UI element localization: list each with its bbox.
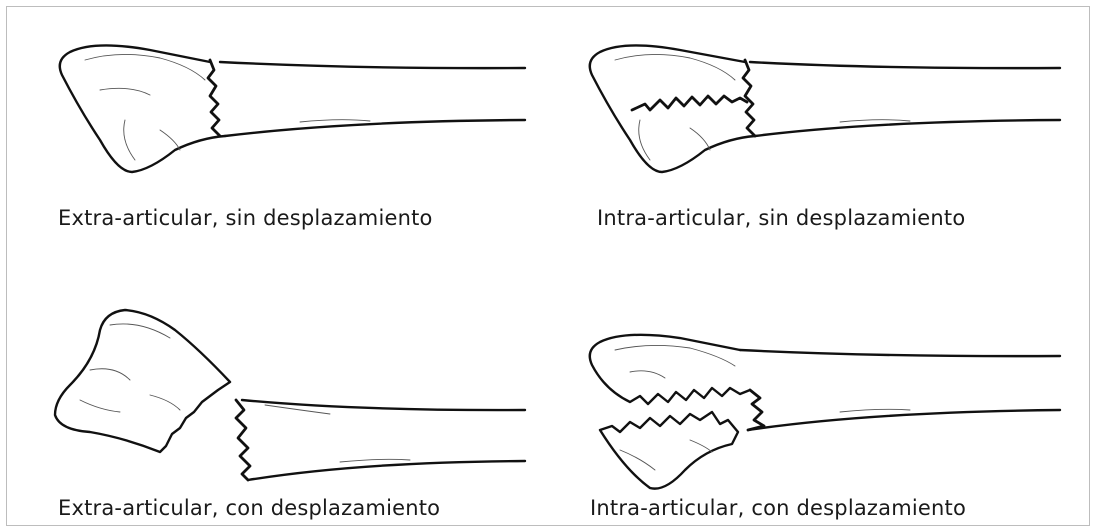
shaft-fracture-line	[748, 390, 764, 430]
radius-shaft	[220, 62, 525, 136]
panel-extra-articular-undisplaced	[60, 45, 525, 172]
radius-shaft	[750, 62, 1060, 136]
caption-extra-articular-undisplaced: Extra-articular, sin desplazamiento	[58, 206, 433, 230]
caption-intra-articular-undisplaced: Intra-articular, sin desplazamiento	[597, 206, 965, 230]
fracture-line	[208, 60, 220, 136]
displaced-distal-fragment	[55, 310, 230, 452]
distal-fragment	[60, 45, 225, 172]
panel-intra-articular-undisplaced	[590, 45, 1060, 172]
radius-shaft	[740, 350, 1060, 430]
shaft-fracture-line	[236, 400, 250, 480]
transverse-fracture-line	[743, 60, 755, 136]
panel-intra-articular-displaced	[590, 335, 1060, 489]
caption-intra-articular-displaced: Intra-articular, con desplazamiento	[590, 496, 966, 520]
radius-shaft	[242, 400, 525, 480]
upper-fragment	[590, 335, 750, 404]
intra-articular-fracture-line	[632, 96, 747, 110]
caption-extra-articular-displaced: Extra-articular, con desplazamiento	[58, 496, 440, 520]
panel-extra-articular-displaced	[55, 310, 525, 480]
lower-fragment	[600, 412, 738, 489]
distal-fragment	[590, 45, 755, 172]
